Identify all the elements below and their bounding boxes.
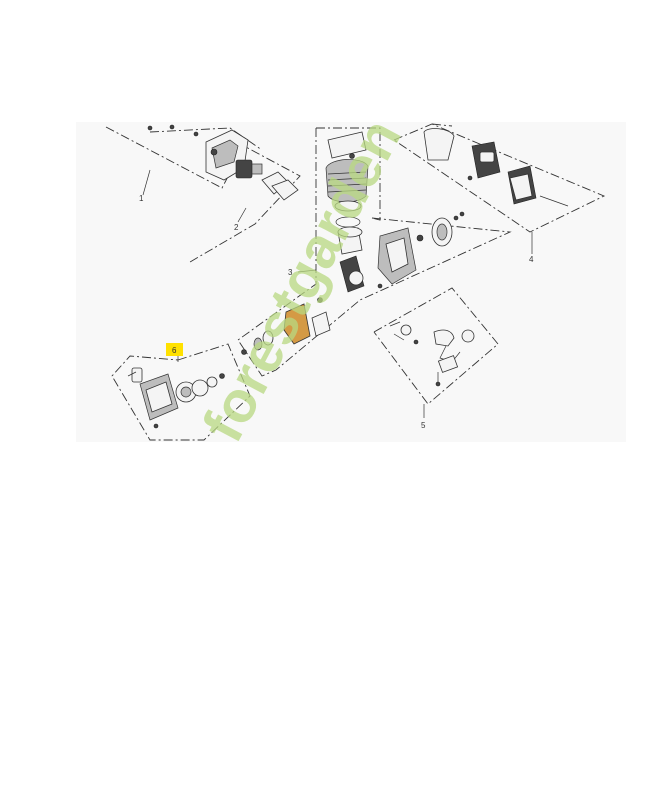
group-5-ignition xyxy=(373,287,499,405)
group-4-housing-tank xyxy=(393,123,606,233)
callout-4: 4 xyxy=(529,255,534,264)
callout-1: 1 xyxy=(139,194,144,203)
group-3-engine xyxy=(237,127,512,377)
callout-6: 6 xyxy=(172,346,177,355)
callout-6-highlight xyxy=(166,343,183,356)
group-1-air-filter-carburetor xyxy=(105,124,301,263)
callout-2: 2 xyxy=(234,223,239,232)
callout-5: 5 xyxy=(421,421,426,430)
group-6-recoil-starter xyxy=(111,343,251,441)
callout-3: 3 xyxy=(288,268,293,277)
